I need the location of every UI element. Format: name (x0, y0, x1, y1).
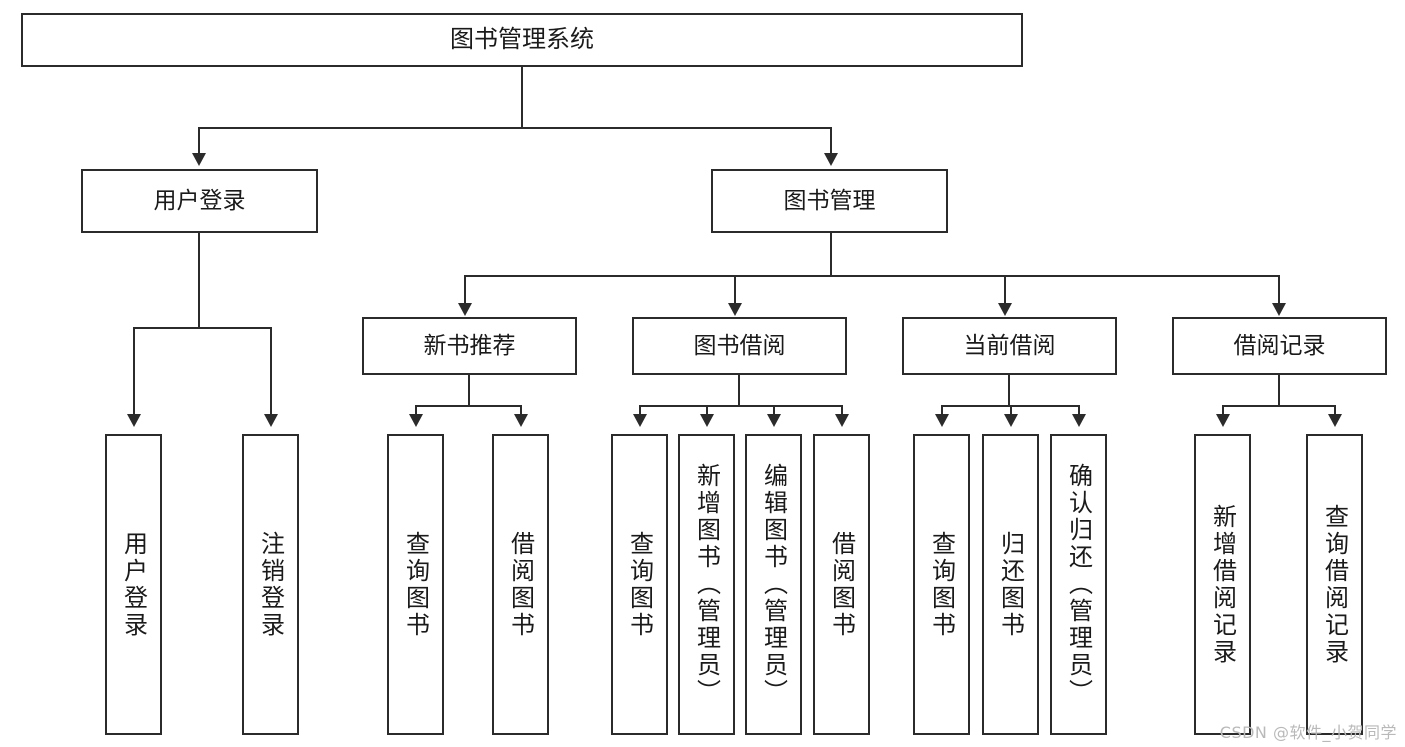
connector-root-drop-left (198, 127, 200, 153)
node-current-borrow[interactable]: 当前借阅 (902, 317, 1117, 375)
leaf-nbr-query-book[interactable]: 查询图书 (387, 434, 444, 735)
leaf-bb-query-book-label: 查询图书 (625, 530, 654, 639)
arrow-to-nbr-leaf-2 (514, 414, 528, 427)
node-book-borrow[interactable]: 图书借阅 (632, 317, 847, 375)
leaf-bb-edit-book-label: 编辑图书（管理员） (759, 463, 788, 706)
connector-root-trunk (521, 66, 523, 128)
connector-root-drop-right (830, 127, 832, 153)
node-new-book-recommend[interactable]: 新书推荐 (362, 317, 577, 375)
arrow-to-bb-leaf-1 (633, 414, 647, 427)
leaf-cb-confirm-return-label: 确认归还（管理员） (1064, 463, 1093, 706)
leaf-bb-add-book[interactable]: 新增图书（管理员） (678, 434, 735, 735)
node-new-book-recommend-label: 新书推荐 (423, 332, 516, 359)
leaf-cb-query-book[interactable]: 查询图书 (913, 434, 970, 735)
connector-userlogin-bus (133, 327, 270, 329)
arrow-to-book-borrow (728, 303, 742, 316)
leaf-bb-add-book-label: 新增图书（管理员） (692, 463, 721, 706)
arrow-to-leaf-logout (264, 414, 278, 427)
arrow-to-new-book-recommend (458, 303, 472, 316)
leaf-br-add-record[interactable]: 新增借阅记录 (1194, 434, 1251, 735)
leaf-logout[interactable]: 注销登录 (242, 434, 299, 735)
connector-userlogin-drop-1 (133, 327, 135, 414)
arrow-to-leaf-user-login (127, 414, 141, 427)
node-current-borrow-label: 当前借阅 (963, 332, 1056, 359)
connector-bm-drop-3 (1004, 275, 1006, 303)
connector-cb-drop-2 (1010, 405, 1012, 414)
arrow-to-current-borrow (998, 303, 1012, 316)
connector-br-bus (1222, 405, 1336, 407)
connector-cb-trunk (1008, 375, 1010, 406)
leaf-nbr-borrow-book[interactable]: 借阅图书 (492, 434, 549, 735)
connector-root-bus (198, 127, 832, 129)
node-book-manage[interactable]: 图书管理 (711, 169, 948, 233)
connector-bb-drop-1 (639, 405, 641, 414)
leaf-cb-query-book-label: 查询图书 (927, 530, 956, 639)
node-root[interactable]: 图书管理系统 (21, 13, 1023, 67)
leaf-nbr-query-book-label: 查询图书 (401, 530, 430, 639)
connector-nbr-drop-2 (520, 405, 522, 414)
leaf-cb-confirm-return[interactable]: 确认归还（管理员） (1050, 434, 1107, 735)
leaf-user-login[interactable]: 用户登录 (105, 434, 162, 735)
connector-bb-drop-4 (841, 405, 843, 414)
arrow-to-nbr-leaf-1 (409, 414, 423, 427)
leaf-bb-edit-book[interactable]: 编辑图书（管理员） (745, 434, 802, 735)
leaf-nbr-borrow-book-label: 借阅图书 (506, 530, 535, 639)
arrow-to-br-leaf-1 (1216, 414, 1230, 427)
arrow-to-bb-leaf-4 (835, 414, 849, 427)
arrow-to-cb-leaf-3 (1072, 414, 1086, 427)
connector-bb-trunk (738, 375, 740, 406)
arrow-to-cb-leaf-2 (1004, 414, 1018, 427)
arrow-to-br-leaf-2 (1328, 414, 1342, 427)
connector-nbr-bus (415, 405, 522, 407)
node-book-manage-label: 图书管理 (783, 187, 876, 214)
arrow-to-cb-leaf-1 (935, 414, 949, 427)
arrow-to-borrow-record (1272, 303, 1286, 316)
node-borrow-record[interactable]: 借阅记录 (1172, 317, 1387, 375)
leaf-br-query-record[interactable]: 查询借阅记录 (1306, 434, 1363, 735)
connector-bookmanage-bus (464, 275, 1280, 277)
connector-userlogin-trunk (198, 232, 200, 328)
connector-bb-drop-2 (706, 405, 708, 414)
arrow-to-bb-leaf-3 (767, 414, 781, 427)
connector-bm-drop-2 (734, 275, 736, 303)
node-book-borrow-label: 图书借阅 (693, 332, 786, 359)
connector-bm-drop-1 (464, 275, 466, 303)
connector-bb-drop-3 (773, 405, 775, 414)
connector-br-drop-2 (1334, 405, 1336, 414)
leaf-cb-return-book-label: 归还图书 (996, 530, 1025, 639)
node-user-login[interactable]: 用户登录 (81, 169, 318, 233)
csdn-watermark: CSDN @软件_小贺同学 (1219, 723, 1397, 742)
arrow-to-bb-leaf-2 (700, 414, 714, 427)
connector-bm-drop-4 (1278, 275, 1280, 303)
node-user-login-label: 用户登录 (153, 187, 246, 214)
connector-bb-bus (639, 405, 843, 407)
connector-br-drop-1 (1222, 405, 1224, 414)
leaf-br-query-record-label: 查询借阅记录 (1320, 503, 1349, 666)
leaf-user-login-label: 用户登录 (119, 530, 148, 639)
connector-nbr-trunk (468, 375, 470, 406)
leaf-bb-borrow-book[interactable]: 借阅图书 (813, 434, 870, 735)
connector-br-trunk (1278, 375, 1280, 406)
connector-cb-drop-3 (1078, 405, 1080, 414)
arrow-to-user-login (192, 153, 206, 166)
node-borrow-record-label: 借阅记录 (1233, 332, 1326, 359)
connector-nbr-drop-1 (415, 405, 417, 414)
connector-bookmanage-trunk (830, 232, 832, 276)
arrow-to-book-manage (824, 153, 838, 166)
leaf-bb-query-book[interactable]: 查询图书 (611, 434, 668, 735)
leaf-logout-label: 注销登录 (256, 530, 285, 639)
connector-userlogin-drop-2 (270, 327, 272, 414)
connector-cb-drop-1 (941, 405, 943, 414)
node-root-label: 图书管理系统 (450, 25, 594, 54)
leaf-br-add-record-label: 新增借阅记录 (1208, 503, 1237, 666)
leaf-bb-borrow-book-label: 借阅图书 (827, 530, 856, 639)
leaf-cb-return-book[interactable]: 归还图书 (982, 434, 1039, 735)
